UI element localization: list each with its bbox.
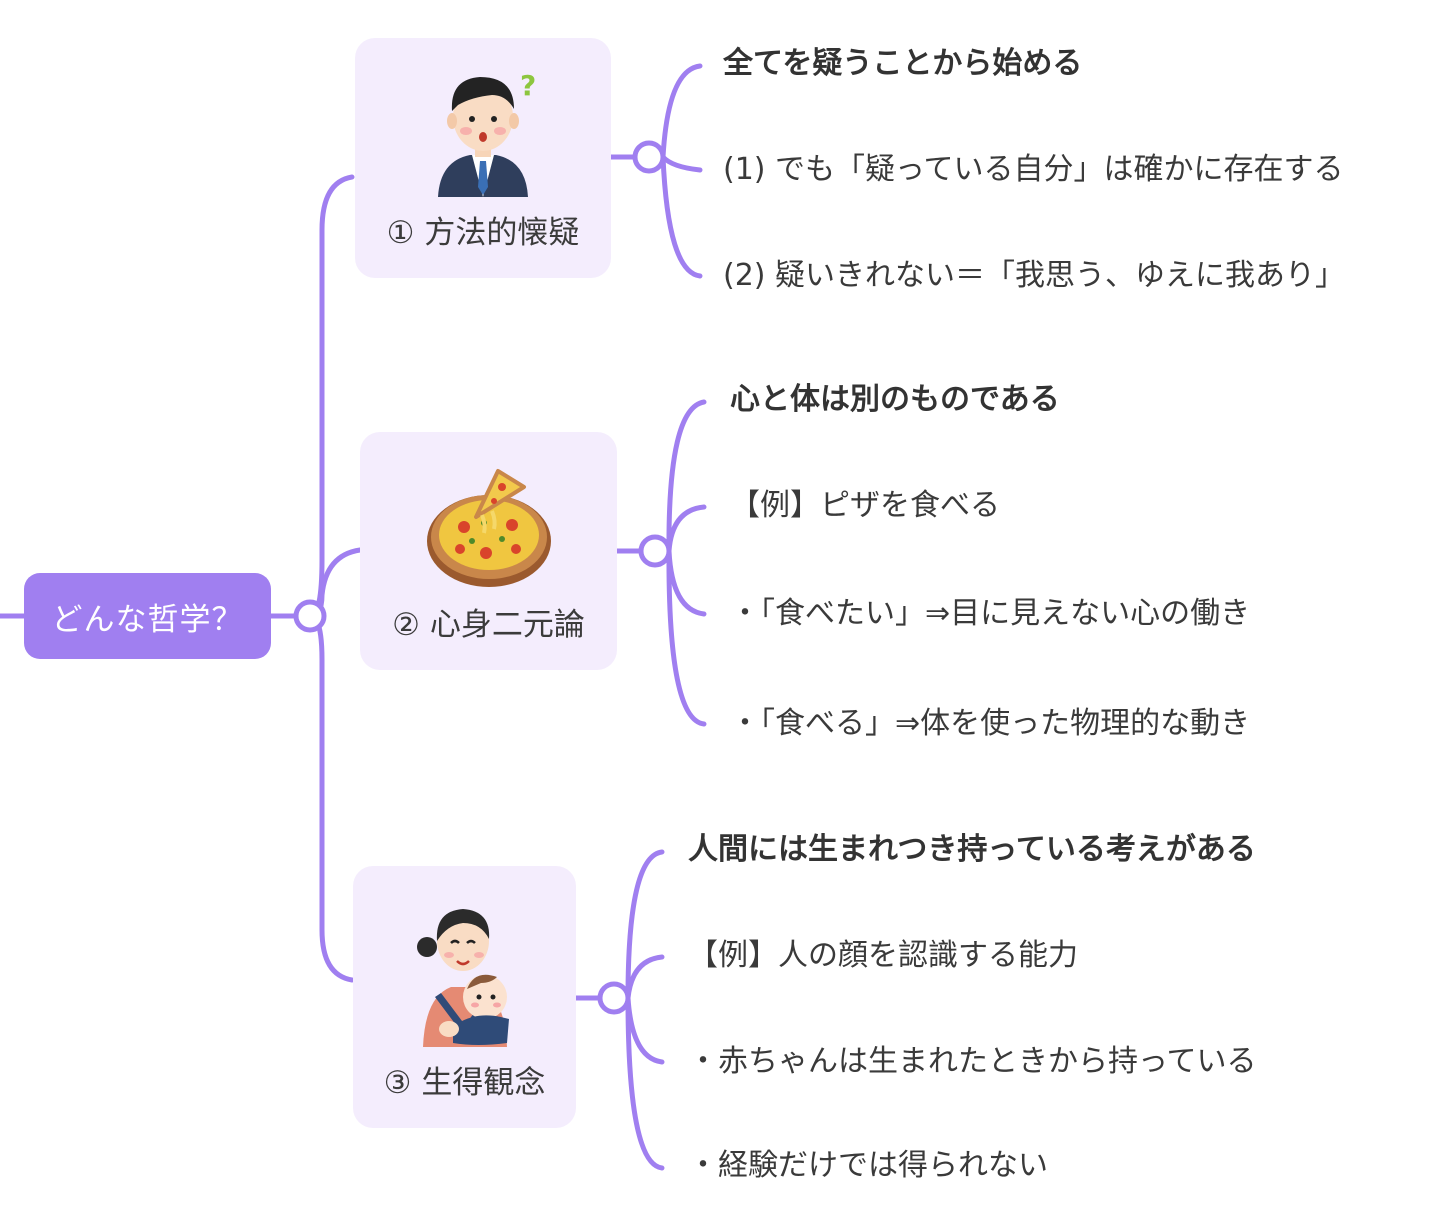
connector-topic3-leaf4 [625,995,665,1171]
leaf-topic2-2[interactable]: 【例】ピザを食べる [730,488,1000,523]
collapse-node-topic-2 [638,534,672,568]
topic-label-2: ② 心身二元論 [392,607,585,643]
topic-node-2[interactable]: ② 心身二元論 [360,432,617,670]
connector-topic2-leaf1 [666,399,707,554]
collapse-node-topic-3 [597,981,631,1015]
pizza-icon [426,469,551,587]
leaf-topic3-1[interactable]: 人間には生まれつき持っている考えがある [688,832,1256,867]
topic-label-1: ① 方法的懐疑 [386,215,580,251]
connector-topic3-leaf3 [625,995,665,1065]
topic-label-3: ③ 生得観念 [383,1065,546,1101]
collapse-node-root [293,599,327,633]
leaf-topic3-3[interactable]: ・赤ちゃんは生まれたときから持っている [688,1044,1257,1079]
leaf-topic1-3[interactable]: (2) 疑いきれない＝「我思う、ゆえに我あり」 [723,258,1346,293]
connector-topic1-leaf1 [660,63,703,160]
leaf-topic2-3[interactable]: ・「食べたい」⇒目に見えない心の働き [730,596,1251,631]
connector-root-topic-3 [307,613,355,983]
topic-node-3[interactable]: ③ 生得観念 [353,866,576,1128]
leaf-topic1-1[interactable]: 全てを疑うことから始める [723,46,1083,81]
connector-topic2-leaf2 [666,504,707,554]
topic-node-1[interactable]: ? ① 方法的懐疑 [355,38,611,278]
connector-topic3-leaf2 [625,954,665,1001]
root-node-label: どんな哲学？ [51,601,244,638]
connector-topic2-leaf3 [666,548,707,617]
leaf-topic3-2[interactable]: 【例】人の顔を認識する能力 [688,938,1078,973]
connector-root-topic-1 [307,174,355,619]
leaf-topic1-2[interactable]: (1) でも「疑っている自分」は確かに存在する [723,152,1344,187]
leaf-topic3-4[interactable]: ・経験だけでは得られない [688,1148,1048,1183]
connector-topic1-leaf3 [660,154,703,279]
collapse-node-topic-1 [632,140,666,174]
svg-text:?: ? [520,69,536,102]
mother-baby-icon [416,909,509,1047]
connector-topic2-leaf4 [666,548,707,727]
businessman-question-icon: ? [438,69,536,197]
root-node[interactable]: どんな哲学？ [24,573,271,659]
connector-topic3-leaf1 [625,849,665,1001]
connector-topic1-leaf2 [660,154,703,173]
leaf-topic2-4[interactable]: ・「食べる」⇒体を使った物理的な動き [730,706,1251,741]
leaf-topic2-1[interactable]: 心と体は別のものである [730,382,1060,417]
